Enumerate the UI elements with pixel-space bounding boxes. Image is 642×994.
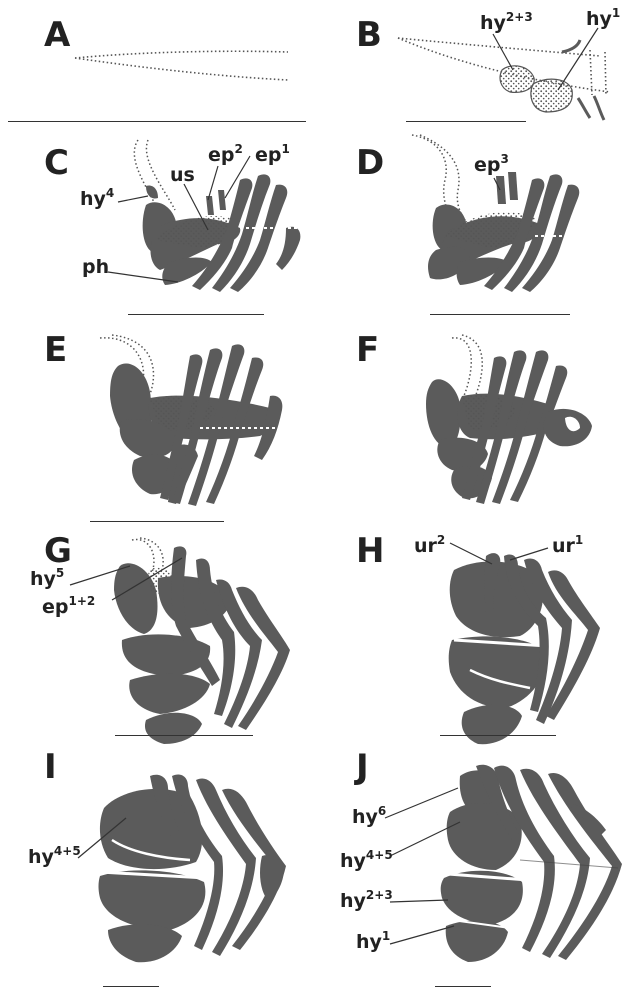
label-h-ur2: ur2 [414,537,445,556]
scale-bar-g [115,735,253,736]
panel-a-notochord [75,51,288,80]
scale-bar-c [128,314,264,315]
panel-label-g: G [44,534,72,568]
label-j-hy45: hy4+5 [340,852,393,871]
label-j-hy6: hy6 [352,808,386,827]
scale-bar-b [406,121,526,122]
panel-g-drawing [114,538,290,744]
panel-label-f: F [356,333,379,367]
label-b-hy23: hy2+3 [480,14,533,33]
panel-e-drawing [100,335,290,506]
panel-label-j: J [356,750,369,784]
label-g-hy5: hy5 [30,570,64,589]
panel-b-drawing [398,38,610,120]
scale-bar-h [440,735,556,736]
label-c-ep2: ep2 [208,146,243,165]
panel-label-i: I [44,750,57,784]
panel-label-c: C [44,146,69,180]
panel-i-drawing [99,774,287,962]
label-j-hy1: hy1 [356,933,390,952]
panel-label-a: A [44,18,70,52]
label-c-ph: ph [82,258,109,277]
label-c-ep1: ep1 [255,146,290,165]
scale-bar-i [103,986,159,987]
panel-label-d: D [356,146,384,180]
panel-label-h: H [356,534,384,568]
panel-j-drawing [441,765,622,962]
scale-bar-j [435,986,491,987]
label-i-hy45: hy4+5 [28,848,81,867]
scale-bar-e [90,521,224,522]
label-g-ep12: ep1+2 [42,598,95,617]
label-c-hy4: hy4 [80,190,114,209]
panel-label-b: B [356,18,382,52]
panel-f-drawing [426,335,592,504]
scale-bar-d [430,314,570,315]
label-d-ep3: ep3 [474,156,509,175]
panel-h-drawing [449,553,600,744]
label-j-hy23: hy2+3 [340,892,393,911]
label-c-us: us [170,166,195,185]
label-h-ur1: ur1 [552,537,583,556]
label-b-hy1: hy1 [586,10,620,29]
b-hy23-element [500,66,534,93]
b-hy1-element [531,79,572,112]
panel-label-e: E [44,333,67,367]
scale-bar-a [8,121,306,122]
